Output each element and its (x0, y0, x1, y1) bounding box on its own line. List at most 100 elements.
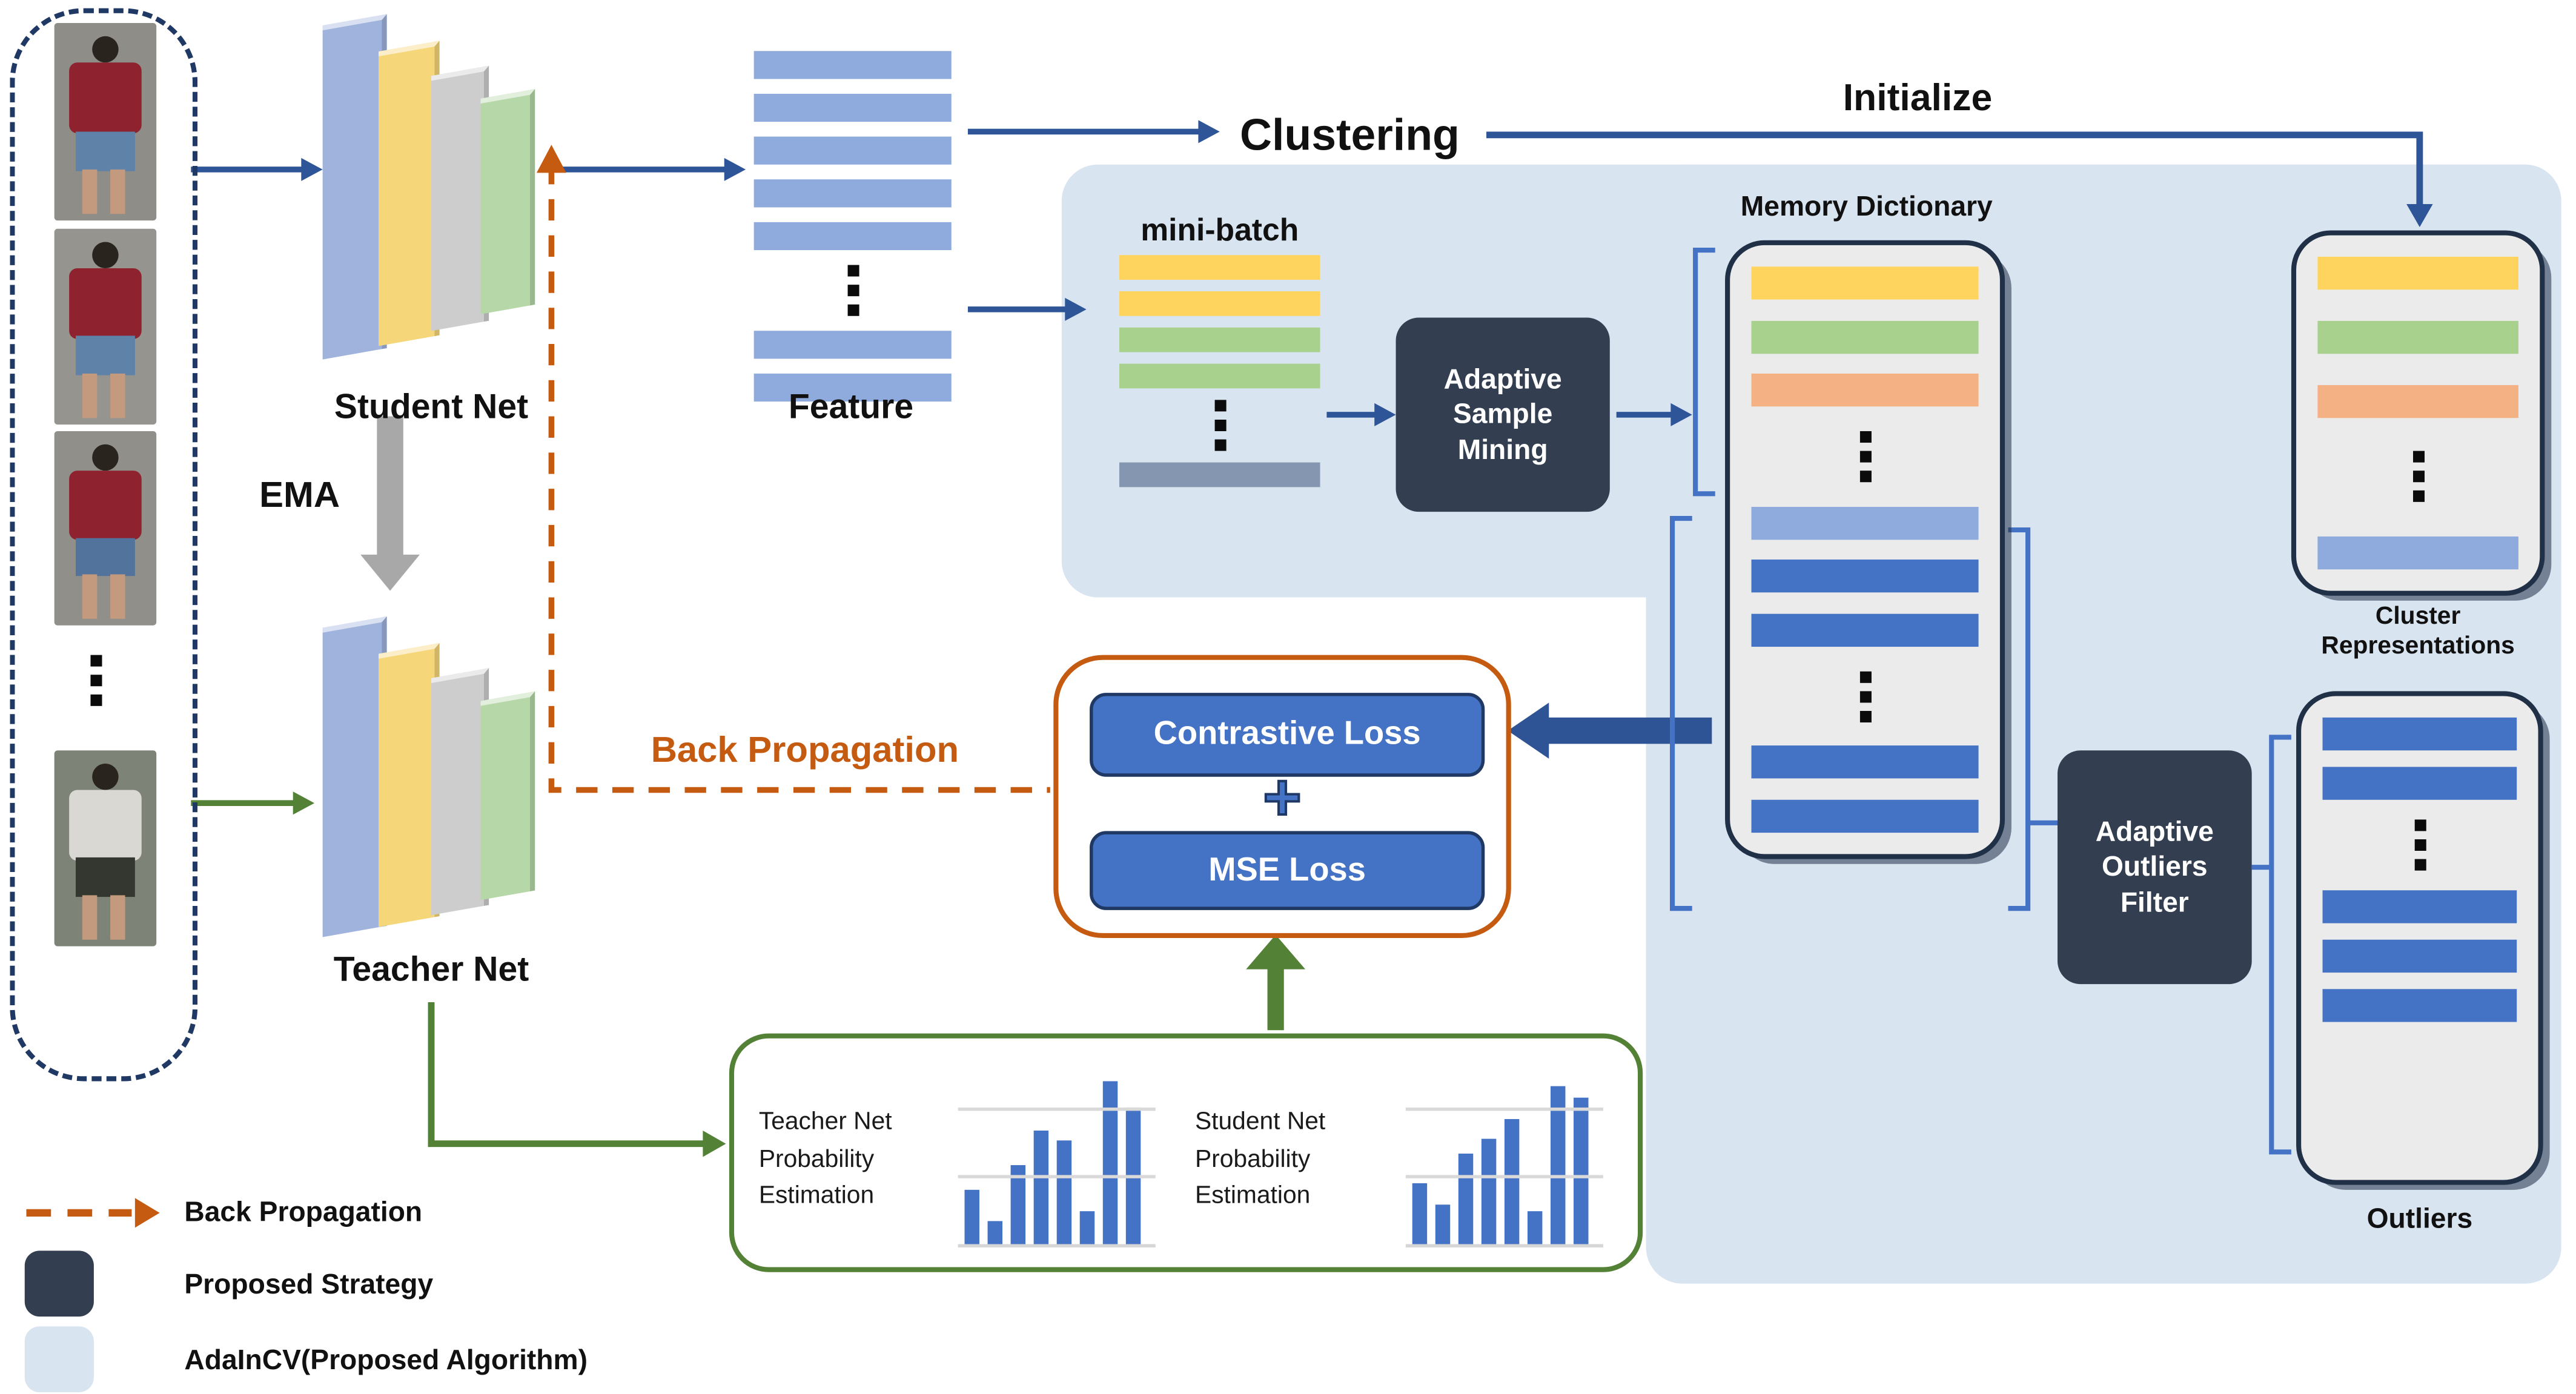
net-layer-slab (379, 642, 440, 927)
orange-bar (1751, 374, 1979, 408)
lightblue-bar (753, 222, 952, 251)
blue-bar (2322, 717, 2517, 751)
contrastive-loss-box: Contrastive Loss (1090, 693, 1485, 777)
cluster-representations-box (2291, 230, 2545, 596)
person-image-2 (54, 228, 157, 425)
blue-bar (1751, 799, 1979, 833)
legend-proposed-strategy-swatch (24, 1250, 94, 1317)
mse-loss-box: MSE Loss (1090, 831, 1485, 910)
net-layer-slab (322, 616, 387, 937)
plus-icon: + (1262, 762, 1303, 834)
teacher-net-layers (322, 616, 553, 951)
chart-bar (1079, 1211, 1095, 1244)
yellow-bar (2317, 256, 2518, 290)
ellipsis-icon (1752, 428, 1979, 485)
chart-bar (1033, 1130, 1049, 1244)
back-propagation-label: Back Propagation (651, 728, 959, 770)
blue-bar (1751, 560, 1979, 593)
bracket-memory-to-filter (2008, 527, 2058, 911)
arrow-sample-mining-to-memory (1616, 403, 1692, 426)
loss-box: Contrastive Loss + MSE Loss (1053, 655, 1511, 939)
legend-proposed-strategy-label: Proposed Strategy (184, 1269, 434, 1300)
net-layer-slab (379, 41, 440, 346)
arrow-probability-to-loss (1246, 934, 1306, 1031)
teacher-probability-label: Teacher Net Probability Estimation (758, 1107, 892, 1210)
arrow-initialize-to-cluster-representations (1486, 131, 2433, 228)
lightblue-bar (2317, 536, 2518, 570)
chart-bar (1056, 1140, 1072, 1244)
lightblue-bar (753, 373, 952, 402)
arrow-memory-to-contrastive (1508, 702, 1712, 759)
legend-adaincv-swatch (24, 1326, 94, 1393)
arrow-student-to-feature (556, 157, 746, 181)
chart-bar (964, 1190, 979, 1244)
outliers-label: Outliers (2366, 1203, 2473, 1235)
teacher-net-label: Teacher Net (333, 951, 529, 989)
bracket-memory-bottom-group (1670, 515, 1692, 911)
blue-bar (1751, 745, 1979, 779)
arrow-input-to-teacher (191, 791, 315, 815)
chart-bar (1102, 1081, 1118, 1244)
mini-batch-stack (1119, 255, 1320, 487)
chart-bar (1435, 1204, 1451, 1244)
input-ellipsis-icon (90, 655, 102, 706)
green-bar (2317, 320, 2518, 354)
adaptive-outliers-filter-box: Adaptive Outliers Filter (2058, 750, 2252, 985)
blue-bar (1751, 613, 1979, 647)
blue-bar (2322, 767, 2517, 800)
ema-arrow (360, 416, 420, 591)
legend-back-propagation-label: Back Propagation (184, 1196, 423, 1228)
lightblue-bar (753, 51, 952, 79)
ellipsis-icon (1119, 400, 1320, 451)
net-layer-slab (322, 14, 387, 360)
person-image-3 (54, 431, 157, 626)
chart-bar (1550, 1086, 1566, 1244)
green-bar (1119, 363, 1320, 389)
initialize-label: Initialize (1843, 76, 1993, 119)
chart-bar (1458, 1152, 1474, 1244)
student-probability-chart (1405, 1081, 1603, 1247)
feature-label: Feature (788, 388, 914, 426)
yellow-bar (1119, 255, 1320, 280)
student-net-layers (322, 14, 553, 374)
cluster-representations-label: Cluster Representations (2321, 602, 2515, 659)
probability-estimation-box: Teacher Net Probability Estimation Stude… (729, 1033, 1643, 1272)
lightblue-bar (753, 93, 952, 122)
ellipsis-icon (754, 265, 952, 316)
legend-adaincv-label: AdaInCV(Proposed Algorithm) (184, 1344, 588, 1376)
arrow-minibatch-to-sample-mining (1326, 403, 1396, 426)
ellipsis-icon (1752, 667, 1979, 725)
lightblue-bar (753, 331, 952, 359)
yellow-bar (1751, 266, 1979, 300)
net-layer-slab (480, 691, 535, 900)
chart-bar (987, 1221, 1003, 1244)
chart-bar (1574, 1097, 1589, 1244)
outliers-box (2296, 691, 2543, 1185)
clustering-label: Clustering (1240, 110, 1460, 160)
lightblue-bar (753, 136, 952, 165)
legend-back-propagation-arrow-icon (26, 1198, 160, 1228)
ellipsis-icon (2323, 816, 2517, 874)
chart-bar (1125, 1107, 1141, 1244)
person-image-1 (54, 23, 157, 221)
back-propagation-path (536, 145, 1050, 793)
blue-bar (2322, 939, 2517, 973)
yellow-bar (1119, 291, 1320, 316)
teacher-probability-chart (958, 1081, 1156, 1247)
person-figure (92, 36, 119, 64)
chart-bar (1481, 1138, 1497, 1244)
arrow-feature-to-minibatch (967, 297, 1087, 321)
input-images-box (10, 8, 198, 1082)
orange-bar (2317, 384, 2518, 417)
chart-bar (1527, 1211, 1543, 1244)
mini-batch-label: mini-batch (1141, 214, 1299, 249)
blue-bar (2322, 890, 2517, 923)
green-bar (1119, 327, 1320, 352)
bracket-memory-top-group (1693, 247, 1715, 497)
slate-bar (1119, 462, 1320, 487)
chart-bar (1010, 1166, 1026, 1244)
ema-label: EMA (259, 474, 340, 515)
